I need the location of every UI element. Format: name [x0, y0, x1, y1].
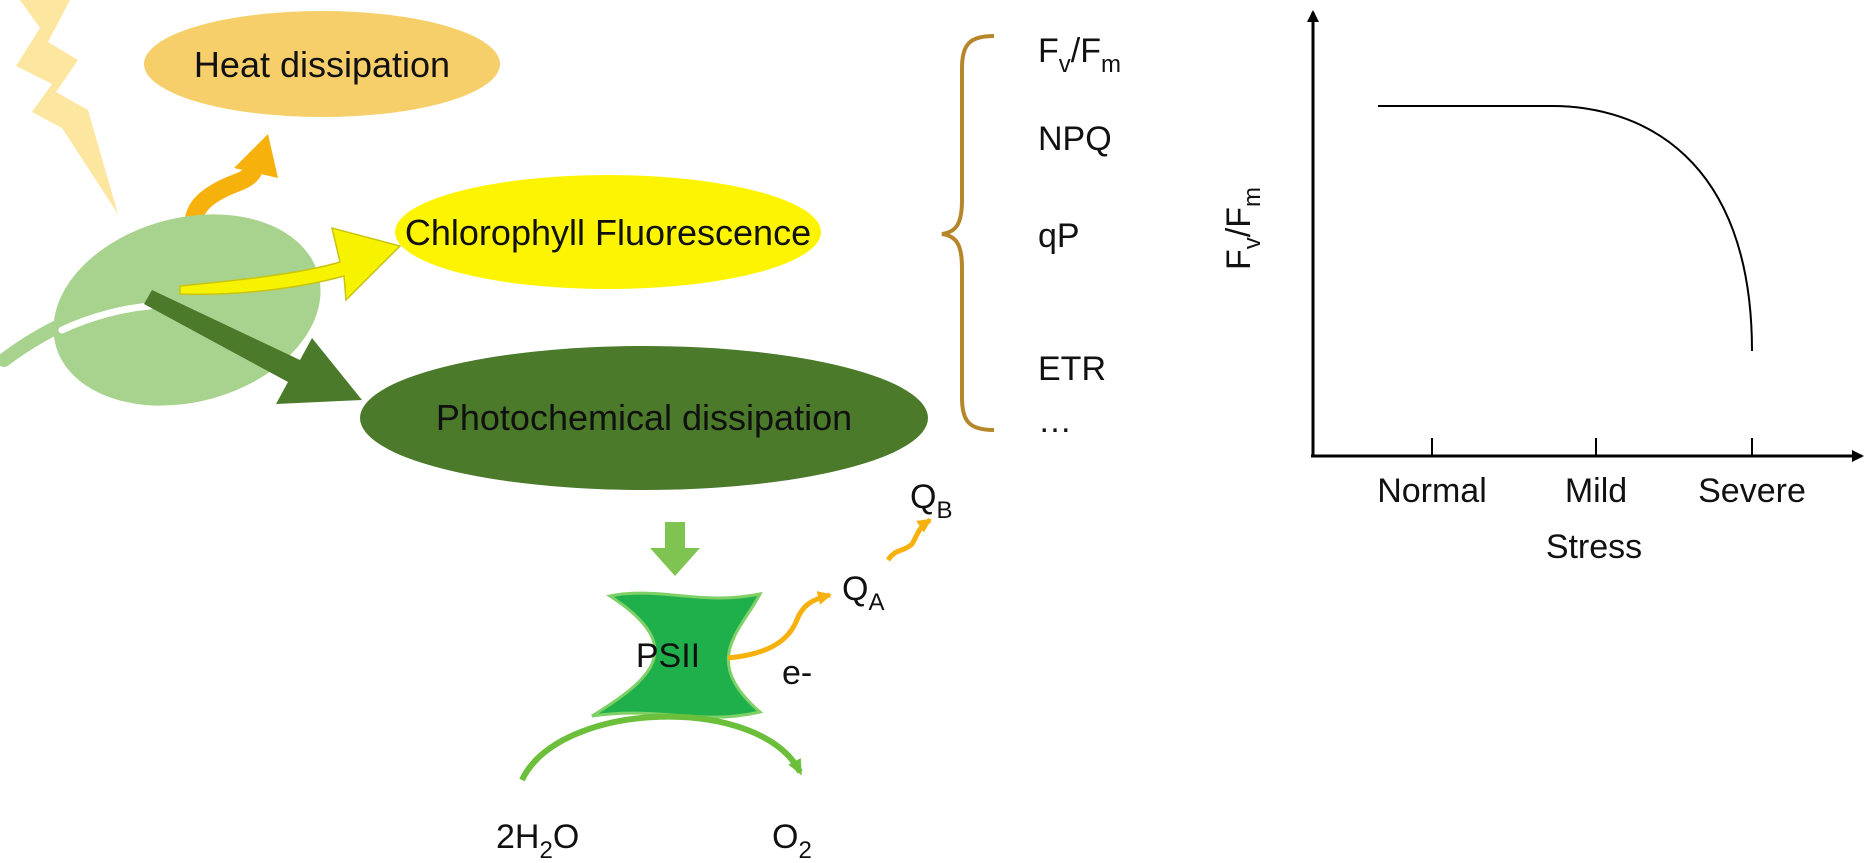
- oxygen-label: O2: [772, 818, 812, 863]
- electron-arrow-qa: [727, 591, 832, 661]
- heat-dissipation-label: Heat dissipation: [194, 44, 450, 85]
- heat-dissipation-ellipse: Heat dissipation: [144, 11, 500, 117]
- param-qp: qP: [1038, 217, 1080, 255]
- chlorophyll-fluorescence-label: Chlorophyll Fluorescence: [405, 212, 811, 253]
- psii-complex: PSII: [591, 591, 764, 719]
- parameters-brace: [941, 34, 995, 432]
- chart-series-line: [1378, 105, 1753, 352]
- water-splitting-arrow: [519, 713, 803, 782]
- photochemical-dissipation-ellipse: Photochemical dissipation: [360, 346, 928, 490]
- qb-label: QB: [910, 478, 952, 524]
- electron-label: e-: [782, 654, 812, 692]
- psii-label: PSII: [636, 637, 700, 675]
- chart-tick-label-mild: Mild: [1565, 472, 1627, 510]
- chart-y-label: Fv/Fm: [1220, 187, 1266, 270]
- fvfm-stress-chart: Normal Mild Severe Stress Fv/Fm: [1220, 10, 1864, 566]
- chlorophyll-fluorescence-ellipse: Chlorophyll Fluorescence: [395, 175, 821, 289]
- chart-tick-label-severe: Severe: [1698, 472, 1806, 510]
- param-fvfm: Fv/Fm: [1038, 32, 1121, 78]
- param-ellipsis: …: [1038, 402, 1072, 440]
- photochemical-arrow: [144, 290, 362, 404]
- param-npq: NPQ: [1038, 120, 1112, 158]
- down-arrow-psii: [650, 522, 700, 576]
- qa-to-qb-arrow: [885, 517, 932, 562]
- chart-tick-labels: Normal Mild Severe: [1377, 472, 1806, 510]
- water-label: 2H2O: [496, 818, 579, 863]
- chart-ticks: [1431, 438, 1753, 456]
- lightning-icon: [16, 0, 118, 214]
- photochemical-dissipation-label: Photochemical dissipation: [436, 397, 852, 438]
- param-etr: ETR: [1038, 350, 1106, 388]
- fluorescence-arrow: [179, 226, 402, 302]
- chart-tick-label-normal: Normal: [1377, 472, 1487, 510]
- chart-x-label: Stress: [1546, 528, 1642, 566]
- qa-label: QA: [842, 570, 884, 616]
